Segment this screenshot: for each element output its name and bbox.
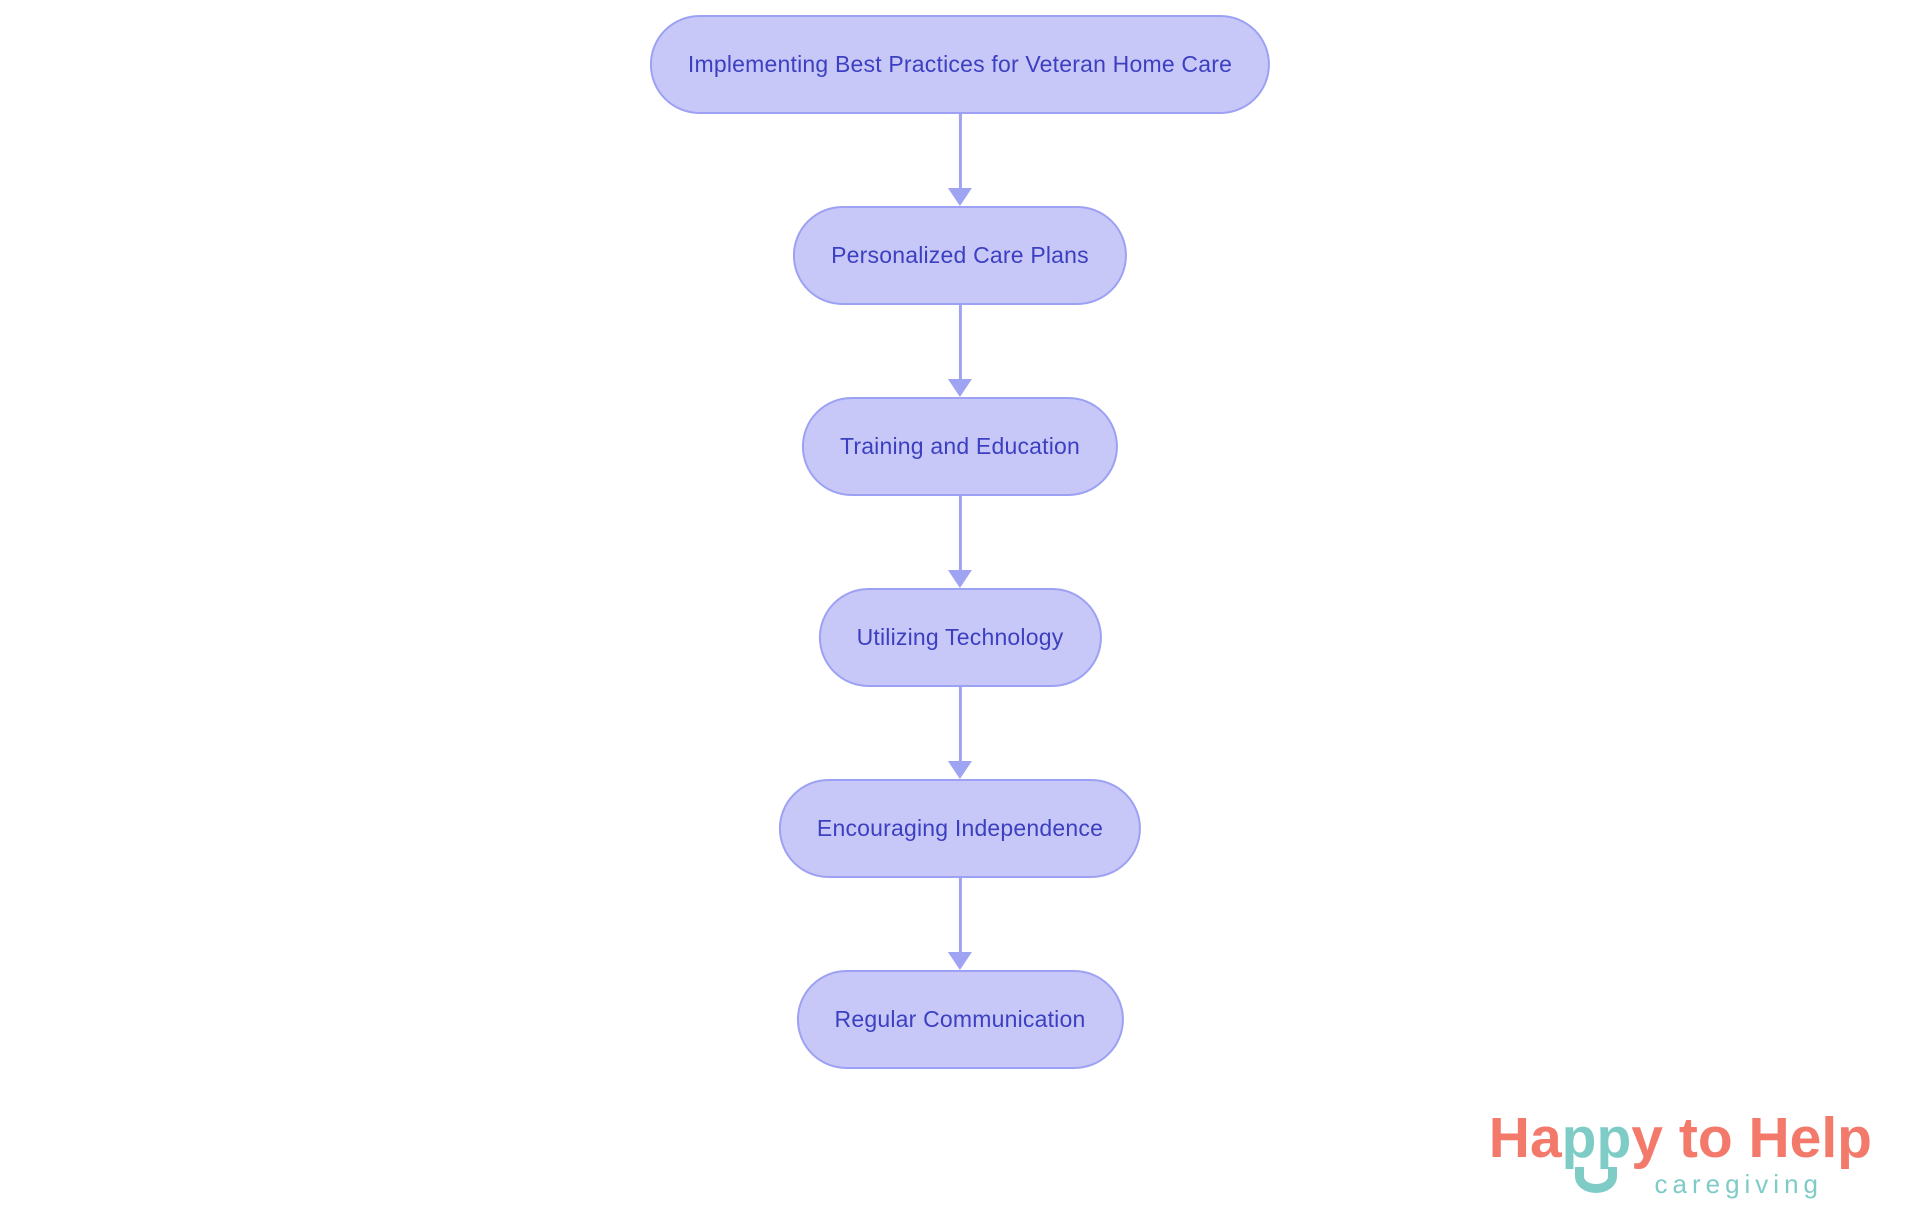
- flow-node-regular-communication: Regular Communication: [796, 970, 1124, 1069]
- arrow-head-icon: [948, 188, 972, 206]
- flow-node-implementing-best-practices: Implementing Best Practices for Veteran …: [649, 15, 1271, 114]
- flow-node-training-and-education: Training and Education: [801, 397, 1119, 496]
- arrow-head-icon: [948, 379, 972, 397]
- smile-icon: [1575, 1167, 1618, 1193]
- arrow-line: [958, 878, 962, 952]
- flow-arrow-2: [948, 305, 972, 397]
- flow-arrow-1: [948, 114, 972, 206]
- flow-arrow-4: [948, 687, 972, 779]
- arrow-head-icon: [948, 761, 972, 779]
- arrow-line: [958, 114, 962, 188]
- arrow-line: [958, 687, 962, 761]
- flow-arrow-3: [948, 496, 972, 588]
- flowchart: Implementing Best Practices for Veteran …: [649, 15, 1271, 1069]
- logo-text-pp: pp: [1561, 1106, 1632, 1170]
- arrow-line: [958, 496, 962, 570]
- logo-text-ha: Ha: [1488, 1106, 1562, 1170]
- flow-node-encouraging-independence: Encouraging Independence: [778, 779, 1142, 878]
- flow-node-utilizing-technology: Utilizing Technology: [818, 588, 1102, 687]
- flow-node-personalized-care-plans: Personalized Care Plans: [793, 206, 1127, 305]
- arrow-head-icon: [948, 570, 972, 588]
- logo-text-y-to-help: y to Help: [1631, 1106, 1872, 1170]
- arrow-line: [958, 305, 962, 379]
- logo-tagline: caregiving: [1654, 1169, 1823, 1199]
- arrow-head-icon: [948, 952, 972, 970]
- flow-arrow-5: [948, 878, 972, 970]
